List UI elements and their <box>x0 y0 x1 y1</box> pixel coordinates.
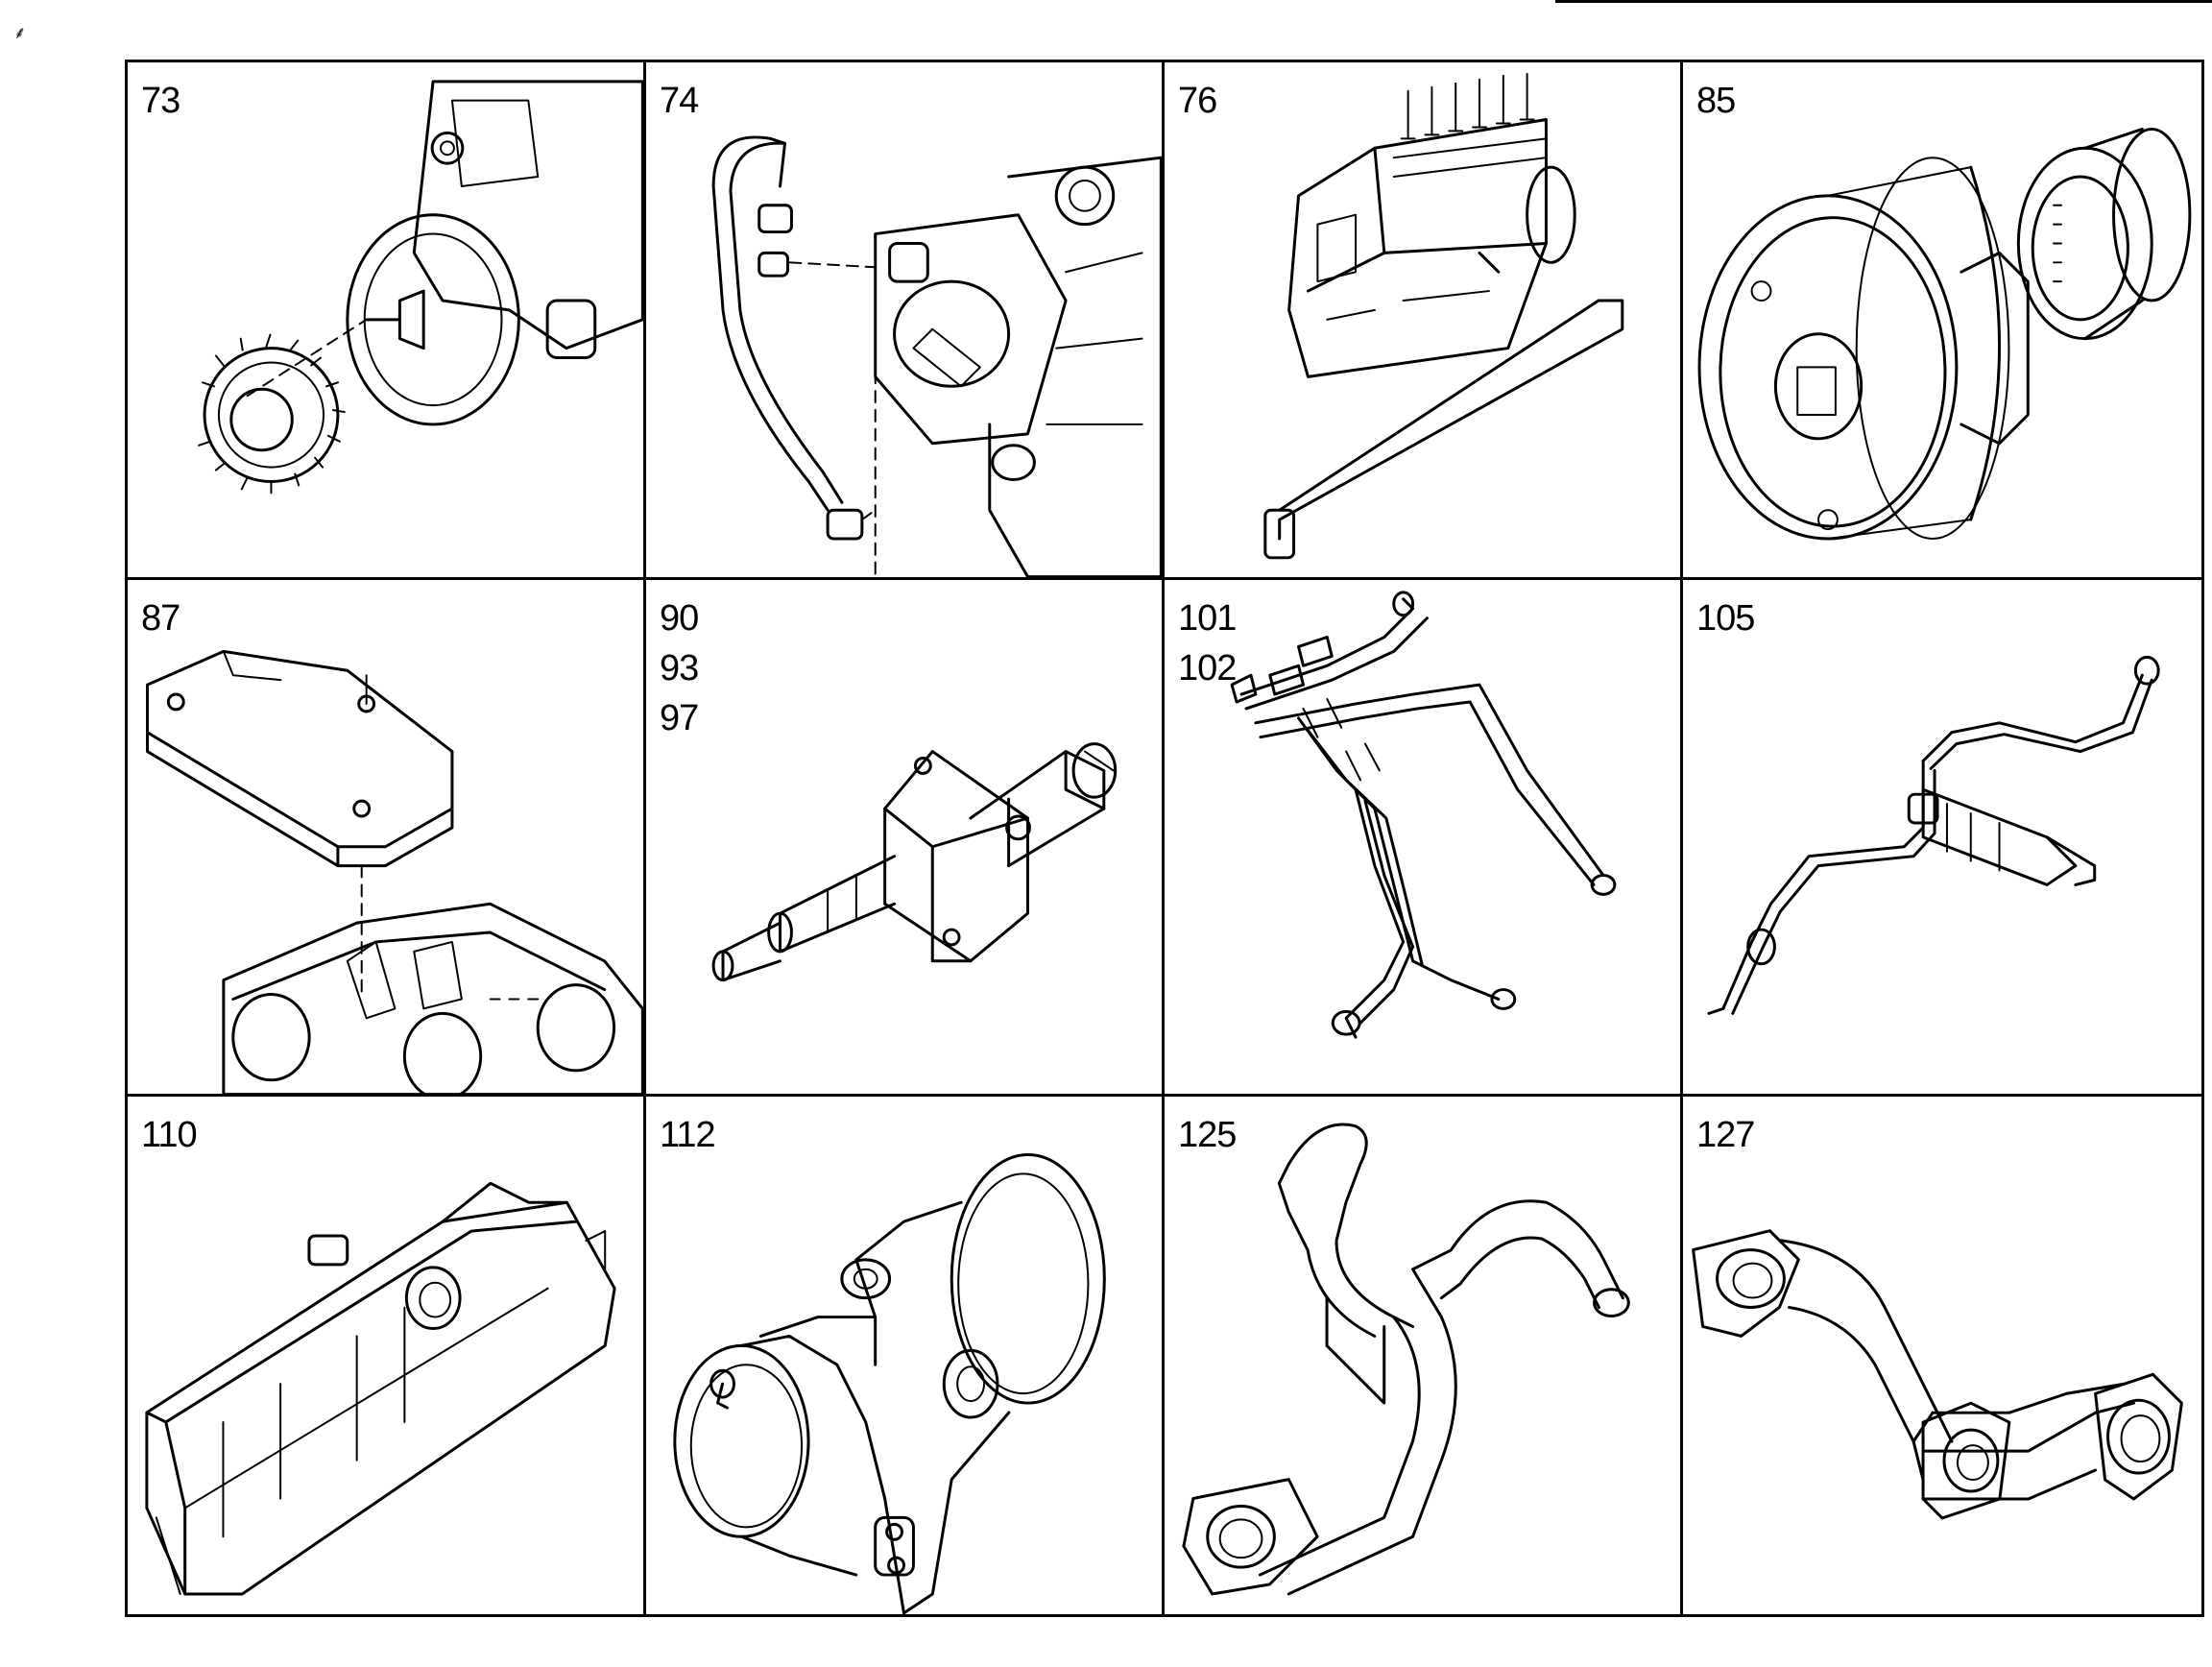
part-number: 90 <box>660 597 699 639</box>
gear-coupling-icon <box>1697 127 2192 541</box>
part-number: 73 <box>141 81 180 121</box>
part-number: 105 <box>1696 597 1755 639</box>
injection-pump-icon <box>1263 72 1624 560</box>
part-cell-110[interactable]: 110 <box>128 1097 646 1614</box>
part-number: 110 <box>141 1115 198 1156</box>
part-number: 76 <box>1178 81 1217 121</box>
parts-grid: 73 74 <box>125 60 2204 1617</box>
part-cell-105[interactable]: 105 <box>1683 580 2201 1098</box>
part-cell-76[interactable]: 76 <box>1165 62 1683 580</box>
part-number: 112 <box>660 1115 716 1156</box>
gear-pump-icon <box>198 80 643 495</box>
part-number: 97 <box>660 697 699 738</box>
manifold-icon <box>145 1182 616 1596</box>
part-number: 101 <box>1178 597 1237 639</box>
fuel-lines-icon <box>1230 591 1617 1039</box>
part-cell-127[interactable]: 127 <box>1683 1097 2201 1614</box>
part-number: 127 <box>1696 1115 1755 1156</box>
pipe-bend-icon <box>1182 1123 1630 1596</box>
part-cell-90[interactable]: 90 93 97 <box>646 579 1165 1098</box>
part-cell-74[interactable]: 74 <box>646 62 1165 580</box>
cover-plate-icon <box>146 649 643 1095</box>
part-number: 125 <box>1178 1115 1237 1156</box>
part-number: 74 <box>660 81 699 121</box>
part-cell-101[interactable]: 101 102 <box>1165 579 1683 1098</box>
part-cell-112[interactable]: 112 <box>646 1097 1165 1614</box>
part-cell-125[interactable]: 125 <box>1165 1097 1683 1614</box>
injector-icon <box>711 741 1118 981</box>
part-number: 85 <box>1696 81 1736 121</box>
top-rule <box>1555 0 2212 3</box>
part-cell-73[interactable]: 73 <box>128 62 646 580</box>
part-number: 102 <box>1178 647 1237 689</box>
part-number: 87 <box>141 597 180 639</box>
injector-line-icon <box>1707 655 2160 1015</box>
part-cell-85[interactable]: 85 <box>1683 62 2201 580</box>
part-cell-87[interactable]: 87 <box>128 579 646 1098</box>
pump-pipe-icon <box>711 135 1162 577</box>
elbow-housing-icon <box>673 1153 1106 1614</box>
part-number: 93 <box>660 647 699 689</box>
corner-mark: ⸙ <box>13 23 27 42</box>
exhaust-pipe-icon <box>1692 1229 2183 1520</box>
